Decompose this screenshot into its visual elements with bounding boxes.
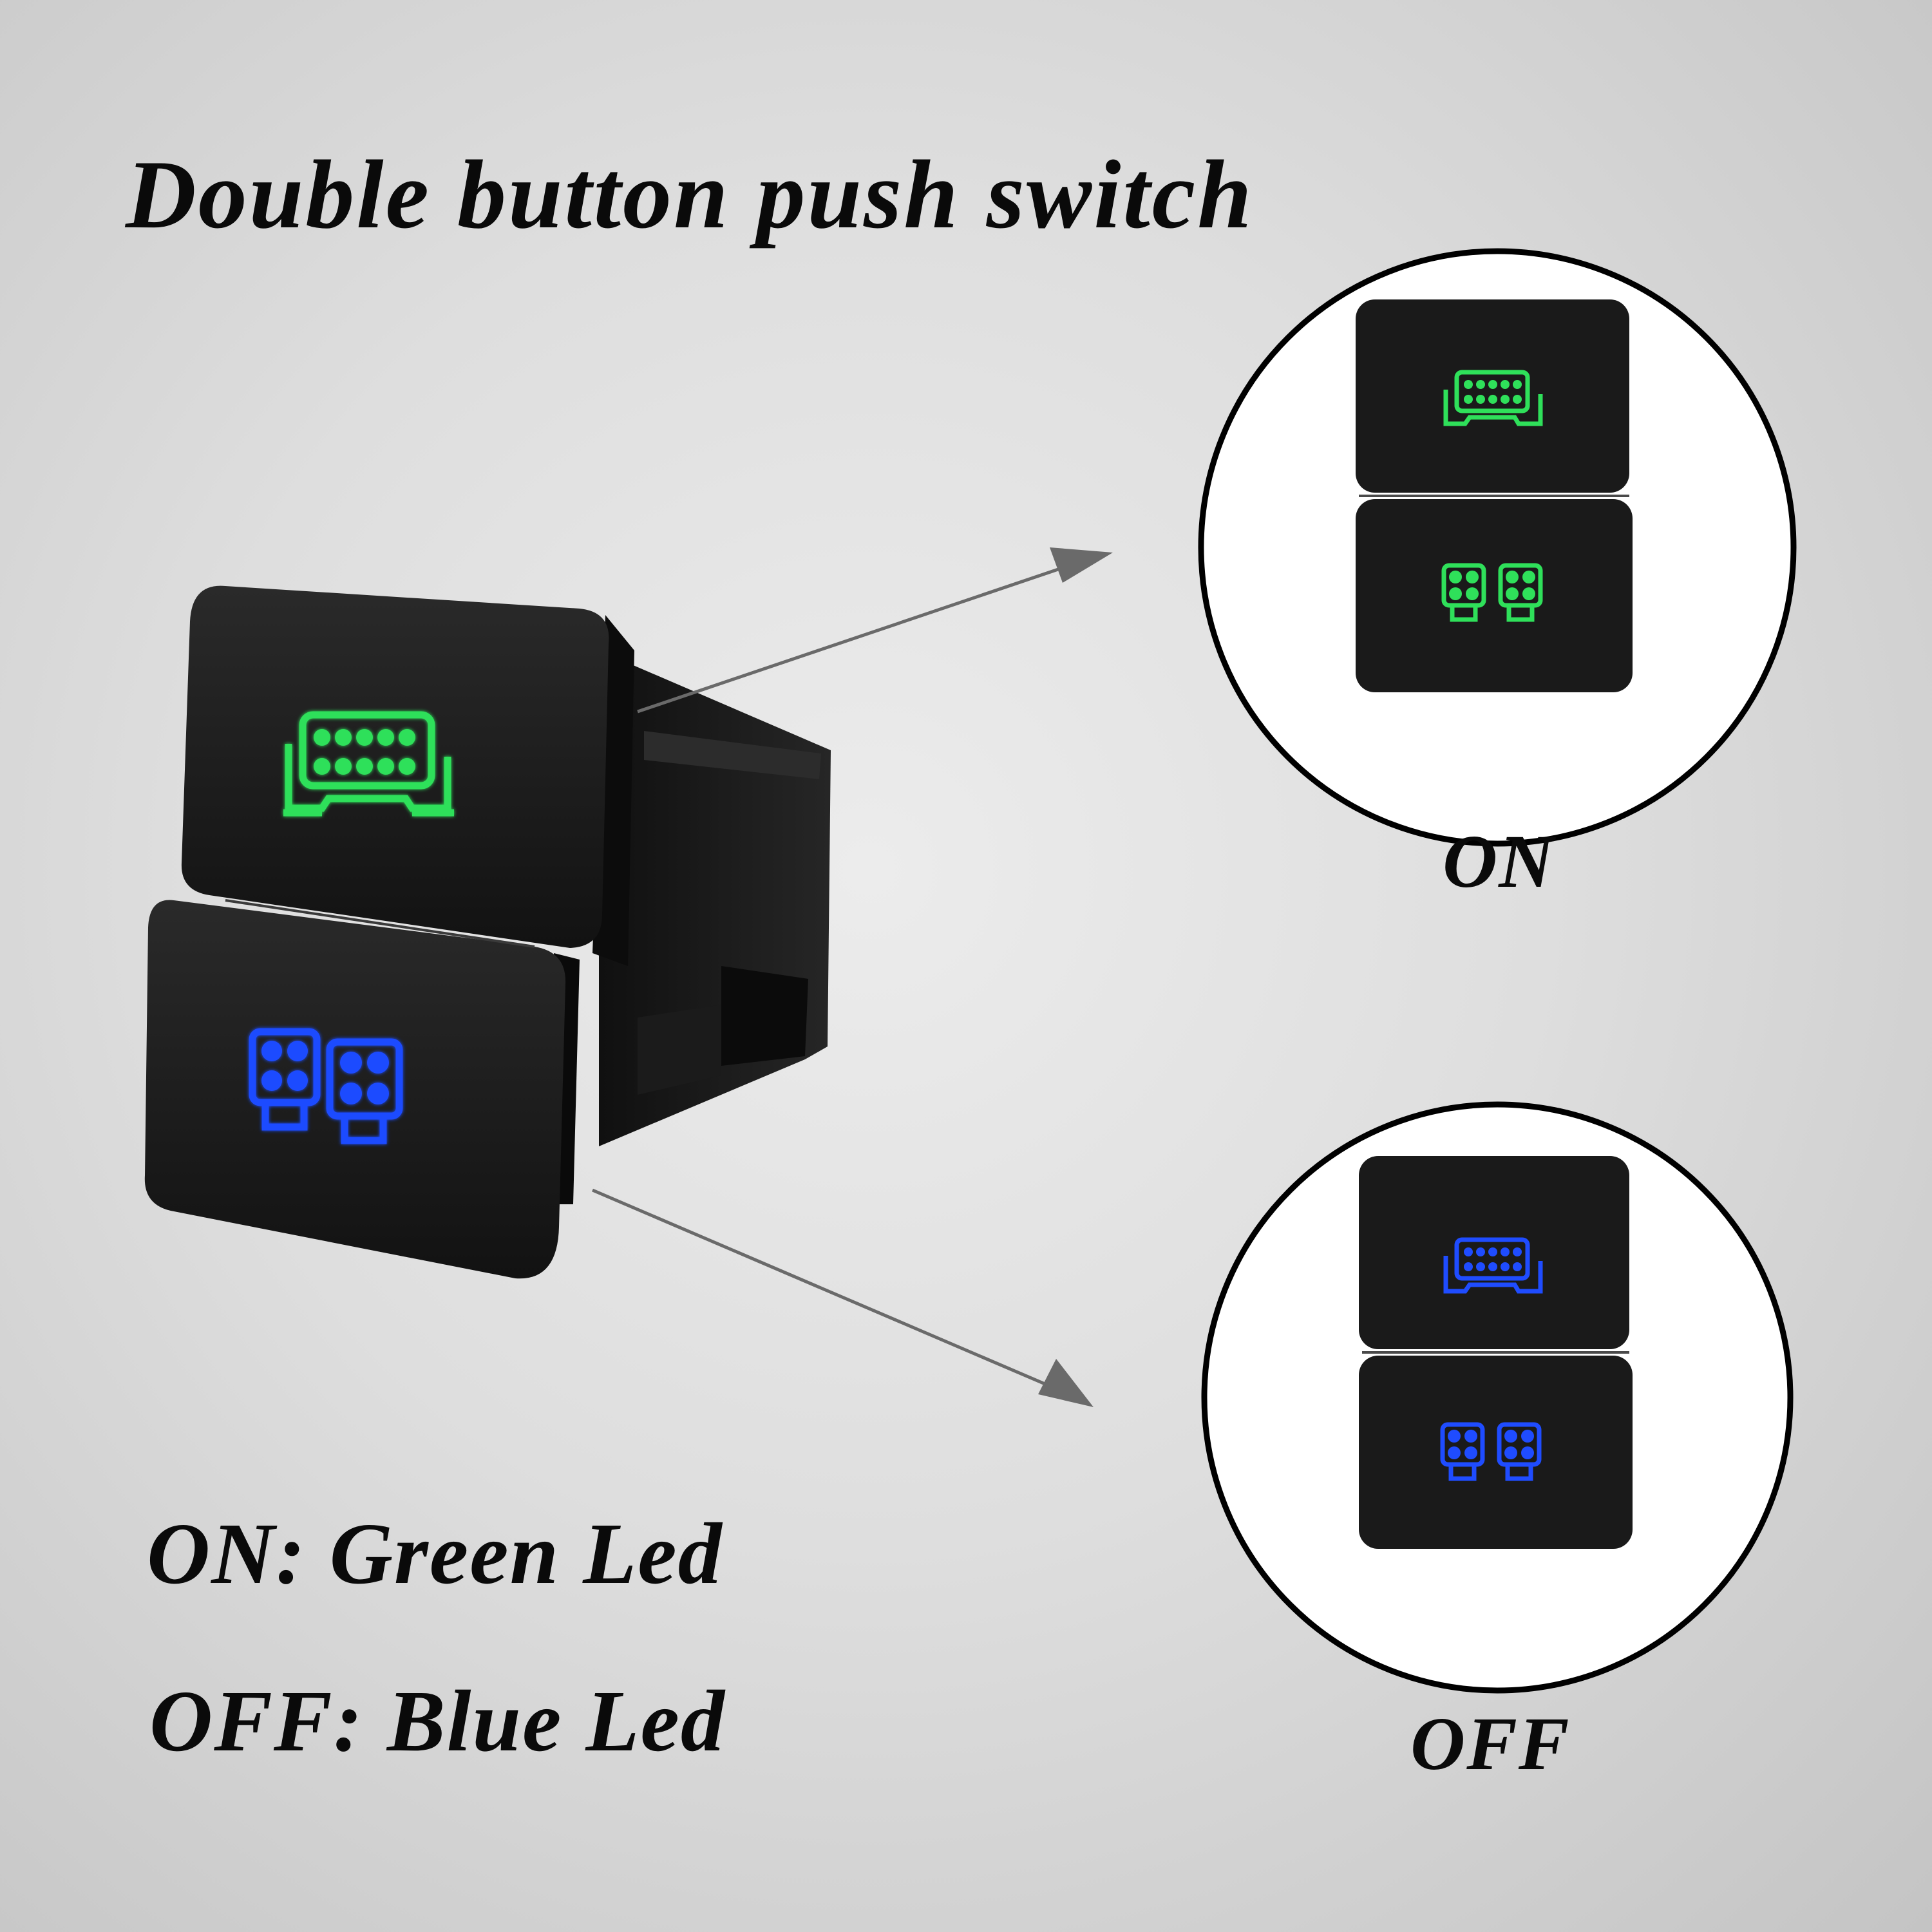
page-title: Double button push switch: [126, 140, 1254, 249]
on-lower-cap: [1356, 499, 1633, 692]
on-work-lights-icon: [1441, 563, 1543, 622]
off-light-bar-icon: [1443, 1237, 1543, 1294]
arrow-to-off: [592, 1188, 1094, 1407]
off-lower-cap: [1359, 1356, 1633, 1549]
on-state-view: [1198, 248, 1797, 847]
off-state-label: OFF: [1410, 1701, 1571, 1786]
off-state-view: [1201, 1101, 1794, 1694]
arrow-to-on: [637, 547, 1113, 714]
main-switch: [144, 585, 831, 1279]
off-work-lights-icon: [1440, 1422, 1542, 1481]
light-bar-icon: [283, 711, 454, 817]
on-state-label: ON: [1443, 819, 1555, 904]
on-legend: ON: Green Led: [147, 1506, 723, 1602]
upper-button-cap: [181, 585, 609, 948]
work-lights-icon: [249, 1028, 403, 1144]
on-light-bar-icon: [1443, 370, 1543, 426]
off-legend: OFF: Blue Led: [149, 1673, 726, 1770]
